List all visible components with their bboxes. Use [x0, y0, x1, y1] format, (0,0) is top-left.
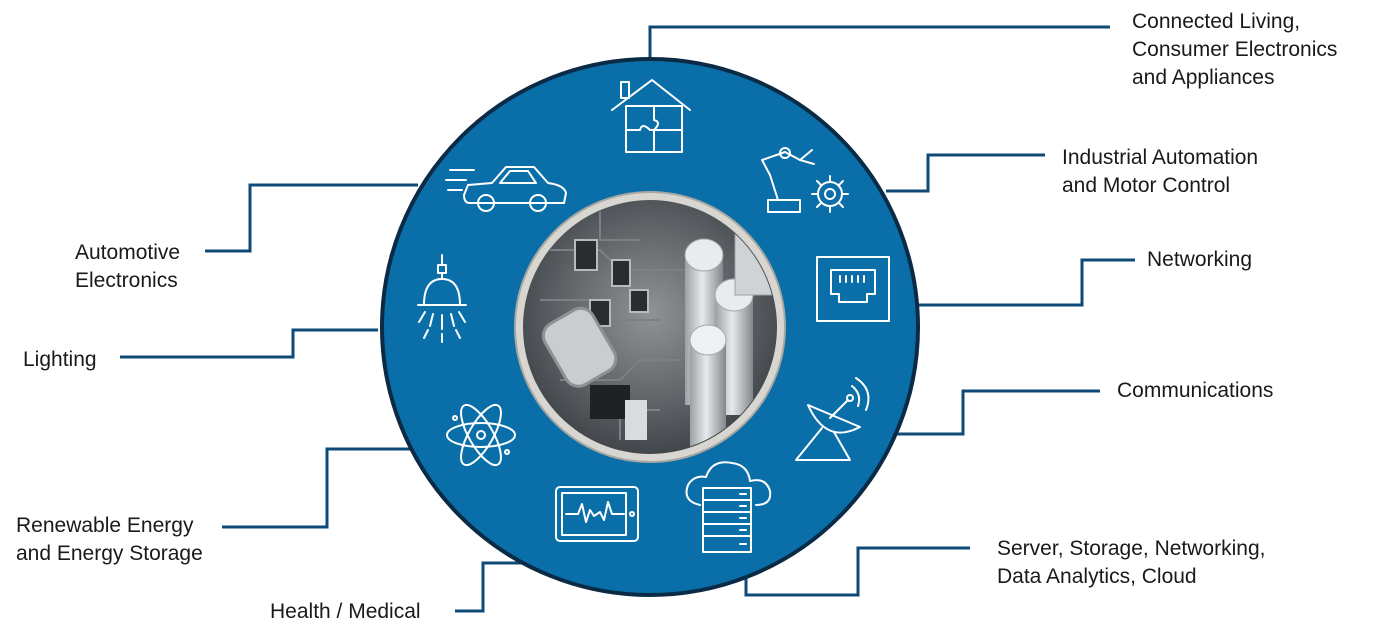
label-line: Automotive: [75, 241, 181, 264]
label-line: and Appliances: [1132, 66, 1275, 89]
connector-health: [455, 561, 533, 613]
ethernet-port-icon: [816, 256, 890, 322]
connector-communications: [896, 389, 1100, 436]
cloud-server-icon: [685, 461, 772, 553]
label-line: Health / Medical: [270, 600, 421, 623]
connector-server: [744, 546, 970, 597]
connector-connected-living: [648, 25, 1110, 63]
lamp-icon: [417, 254, 467, 343]
label-lighting: Lighting: [23, 346, 97, 374]
label-health: Health / Medical: [270, 598, 421, 626]
label-line: Lighting: [23, 348, 97, 371]
connector-lighting: [120, 328, 378, 359]
connector-automotive: [205, 183, 418, 253]
label-line: Industrial Automation: [1062, 146, 1259, 169]
label-line: Server, Storage, Networking,: [997, 537, 1266, 560]
label-line: Communications: [1117, 379, 1274, 402]
label-line: and Energy Storage: [16, 542, 203, 565]
connector-renewable: [222, 447, 412, 529]
label-connected-living: Connected Living, Consumer Electronics a…: [1132, 8, 1337, 92]
connector-industrial: [886, 153, 1045, 193]
connector-networking: [918, 258, 1135, 307]
house-puzzle-icon: [611, 79, 691, 153]
label-networking: Networking: [1147, 246, 1252, 274]
label-server: Server, Storage, Networking, Data Analyt…: [997, 535, 1265, 591]
label-line: Data Analytics, Cloud: [997, 565, 1197, 588]
label-automotive: Automotive Electronics: [75, 239, 180, 295]
satellite-dish-icon: [795, 377, 870, 461]
label-line: and Motor Control: [1062, 174, 1231, 197]
icons: [417, 79, 890, 553]
label-renewable: Renewable Energy and Energy Storage: [16, 512, 203, 568]
label-line: Networking: [1147, 248, 1253, 271]
label-line: Consumer Electronics: [1132, 38, 1338, 61]
label-line: Electronics: [75, 269, 178, 292]
label-line: Renewable Energy: [16, 514, 194, 537]
pcb-photo: [514, 191, 786, 463]
car-icon: [445, 166, 567, 212]
robot-arm-gear-icon: [761, 147, 849, 213]
label-line: Connected Living,: [1132, 10, 1301, 33]
atom-icon: [446, 403, 516, 467]
label-communications: Communications: [1117, 377, 1273, 405]
heart-monitor-icon: [555, 486, 639, 542]
label-industrial: Industrial Automation and Motor Control: [1062, 144, 1258, 200]
connector-lines: [120, 25, 1135, 613]
